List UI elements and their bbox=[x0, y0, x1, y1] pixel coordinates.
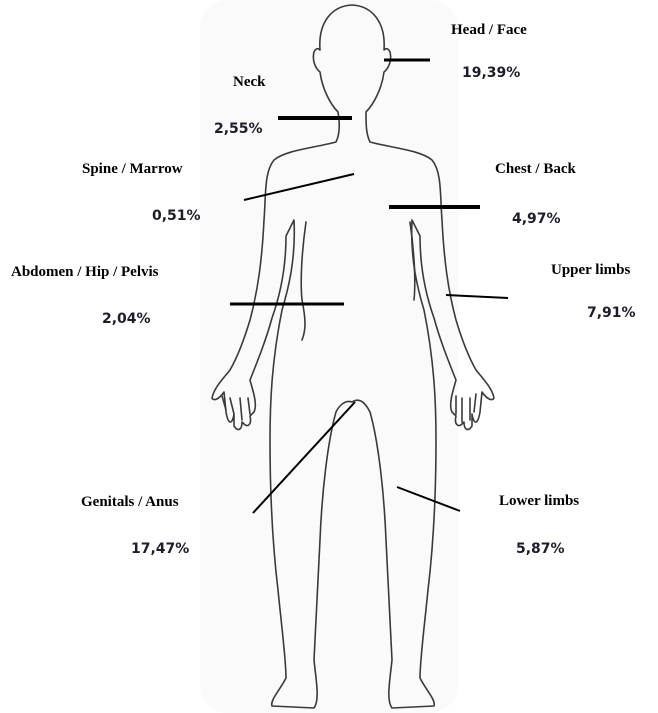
leader-genitals-anus bbox=[253, 402, 355, 513]
percent-abdomen-hip-pelvis: 2,04% bbox=[102, 311, 151, 327]
leader-upper-limbs bbox=[446, 295, 508, 298]
leader-spine-marrow bbox=[244, 174, 354, 200]
label-neck: Neck bbox=[233, 74, 266, 91]
left-arm-seam bbox=[301, 222, 306, 340]
body-outline bbox=[212, 5, 494, 708]
label-spine-marrow: Spine / Marrow bbox=[82, 161, 183, 178]
label-lower-limbs: Lower limbs bbox=[499, 493, 579, 510]
label-chest-back: Chest / Back bbox=[495, 161, 576, 178]
percent-neck: 2,55% bbox=[214, 121, 263, 137]
percent-head-face: 19,39% bbox=[462, 65, 520, 81]
percent-upper-limbs: 7,91% bbox=[587, 305, 636, 321]
percent-spine-marrow: 0,51% bbox=[152, 208, 201, 224]
label-genitals-anus: Genitals / Anus bbox=[81, 494, 179, 511]
percent-lower-limbs: 5,87% bbox=[516, 541, 565, 557]
percent-genitals-anus: 17,47% bbox=[131, 541, 189, 557]
label-upper-limbs: Upper limbs bbox=[551, 262, 630, 279]
label-head-face: Head / Face bbox=[451, 22, 527, 39]
percent-chest-back: 4,97% bbox=[512, 211, 561, 227]
label-abdomen-hip-pelvis: Abdomen / Hip / Pelvis bbox=[11, 264, 159, 281]
leader-lower-limbs bbox=[397, 487, 460, 511]
